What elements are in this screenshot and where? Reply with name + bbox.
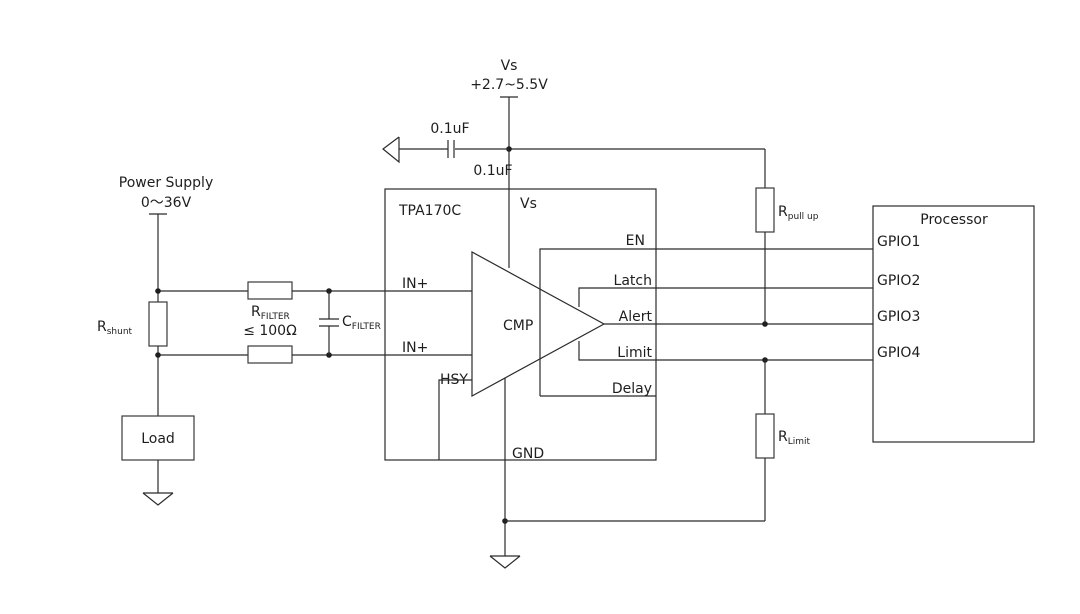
shunt-top-junction <box>155 288 161 294</box>
gpio3-label: GPIO3 <box>877 309 920 325</box>
pin-latch: Latch <box>614 273 652 289</box>
alert-junction-dot <box>762 321 768 327</box>
shunt-bottom-junction <box>155 352 161 358</box>
power-supply-title: Power Supply <box>119 175 214 191</box>
decoupling-cap-value-top: 0.1uF <box>430 121 469 137</box>
chip-gnd-pin: GND <box>512 446 544 462</box>
hsy-wire <box>438 379 472 460</box>
chip-vs-pin: Vs <box>520 196 537 212</box>
gpio4-label: GPIO4 <box>877 345 920 361</box>
shunt-label: Rshunt <box>97 319 133 337</box>
limit-wire <box>578 341 873 361</box>
gpio2-label: GPIO2 <box>877 273 920 289</box>
chip-name: TPA170C <box>398 203 461 219</box>
pullup-resistor <box>755 187 775 233</box>
load-ground-icon <box>142 492 174 506</box>
chip-in-plus-top: IN+ <box>402 276 428 292</box>
limit-res-label: RLimit <box>778 429 811 447</box>
processor-box <box>872 205 1035 443</box>
filter-resistor-top <box>247 281 293 300</box>
chip-in-plus-bottom: IN+ <box>402 340 428 356</box>
vs-supply-range: +2.7~5.5V <box>470 77 548 93</box>
pin-delay: Delay <box>612 381 652 397</box>
load-label: Load <box>141 431 175 447</box>
latch-wire <box>578 287 873 307</box>
filter-resistor-bottom <box>247 345 293 364</box>
processor-title: Processor <box>920 212 988 228</box>
pin-en: EN <box>626 233 645 249</box>
chassis-ground-icon <box>382 136 400 164</box>
shunt-resistor <box>148 301 168 347</box>
en-wire <box>539 248 873 396</box>
filter-resistor-label: RFILTER <box>251 304 290 322</box>
pin-alert: Alert <box>619 309 653 325</box>
limit-resistor <box>755 413 775 459</box>
comparator-triangle <box>471 250 606 398</box>
pullup-label: Rpull up <box>778 204 819 222</box>
comparator-label: CMP <box>503 318 533 334</box>
gpio1-label: GPIO1 <box>877 234 920 250</box>
load-box <box>121 415 195 461</box>
vs-supply-label: Vs <box>501 58 518 74</box>
decoupling-cap-value-below: 0.1uF <box>473 163 512 179</box>
filter-cap-label: CFILTER <box>342 314 381 332</box>
filter-resistor-value: ≤ 100Ω <box>243 323 297 339</box>
gnd-icon <box>489 555 521 569</box>
power-supply-range: 0～36V <box>141 195 192 211</box>
pin-limit: Limit <box>617 345 652 361</box>
